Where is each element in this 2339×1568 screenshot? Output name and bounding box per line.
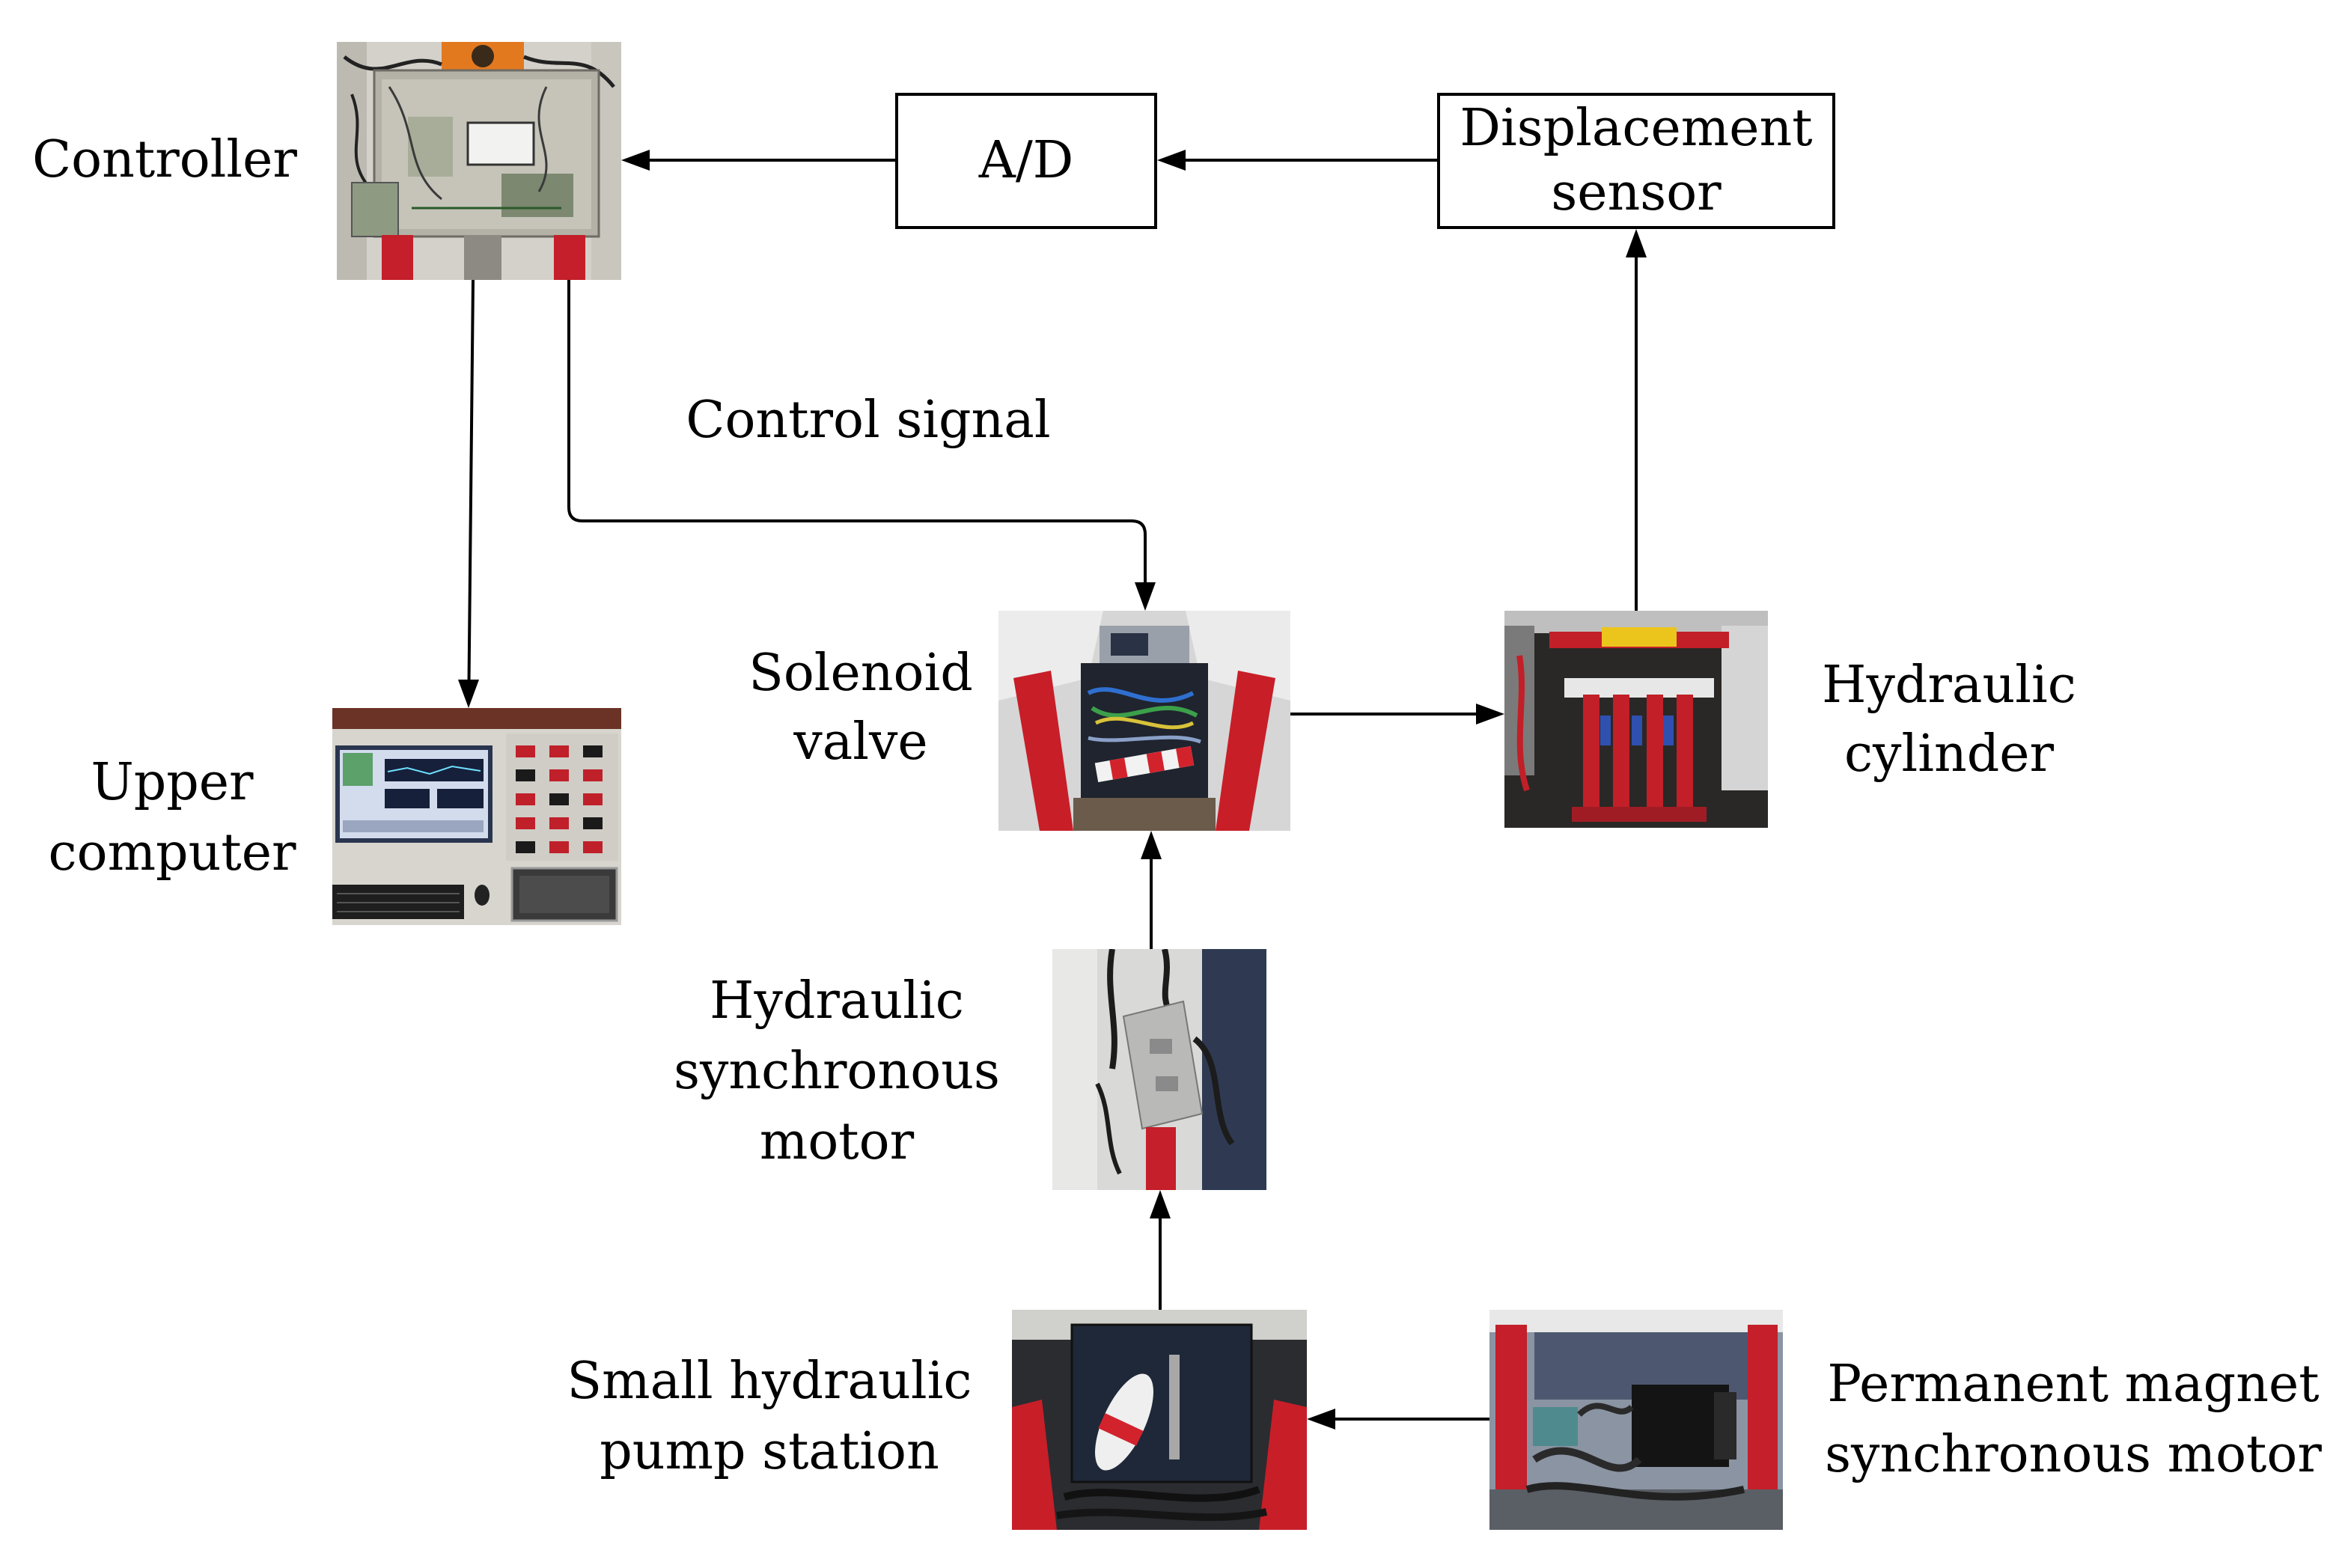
displacement-sensor-label-line-2: sensor	[1551, 163, 1722, 222]
small-hydraulic-pump-station-label: Small hydraulic pump station	[545, 1346, 994, 1487]
small-hydraulic-pump-station-label-line-2: pump station	[600, 1422, 939, 1481]
arrow-controller-to-upper-computer	[458, 279, 479, 708]
hydraulic-synchronous-motor-label-line-2: synchronous	[674, 1042, 1000, 1101]
upper-computer-label-line-2: computer	[48, 823, 296, 882]
solenoid-valve-label-line-1: Solenoid	[748, 644, 973, 703]
controller-label: Controller	[15, 126, 314, 195]
arrow-hydraulic-cylinder-to-displacement-sensor	[1626, 229, 1647, 611]
arrow-solenoid-valve-to-hydraulic-cylinder	[1290, 704, 1504, 724]
permanent-magnet-synchronous-motor-label-line-1: Permanent magnet	[1827, 1355, 2320, 1414]
hydraulic-cylinder-label: Hydraulic cylinder	[1799, 651, 2099, 789]
upper-computer-label-line-1: Upper	[91, 753, 254, 812]
permanent-magnet-synchronous-motor-label: Permanent magnet synchronous motor	[1815, 1349, 2332, 1490]
arrow-hydraulic-synchronous-motor-to-solenoid-valve	[1141, 831, 1162, 949]
ad-converter-box: A/D	[895, 93, 1157, 229]
solenoid-valve-photo	[998, 611, 1290, 831]
upper-computer-photo	[332, 708, 621, 925]
small-hydraulic-pump-station-label-line-1: Small hydraulic	[567, 1352, 972, 1411]
solenoid-valve-label: Solenoid valve	[711, 639, 1010, 777]
permanent-magnet-synchronous-motor-photo	[1489, 1310, 1783, 1530]
displacement-sensor-label-line-1: Displacement	[1460, 99, 1813, 158]
permanent-magnet-synchronous-motor-label-line-2: synchronous motor	[1825, 1425, 2322, 1484]
controller-label-text: Controller	[32, 130, 297, 189]
arrow-ad-to-controller	[621, 150, 895, 171]
arrow-control-signal	[567, 280, 1156, 611]
upper-computer-label: Upper computer	[22, 748, 322, 888]
displacement-sensor-box: Displacement sensor	[1437, 93, 1835, 229]
hydraulic-synchronous-motor-label: Hydraulic synchronous motor	[650, 966, 1024, 1177]
control-signal-label: Control signal	[674, 386, 1063, 455]
solenoid-valve-label-line-2: valve	[793, 713, 928, 772]
ad-converter-label: A/D	[978, 131, 1074, 190]
hydraulic-cylinder-photo	[1504, 611, 1768, 828]
hydraulic-cylinder-label-line-1: Hydraulic	[1822, 656, 2076, 715]
hydraulic-synchronous-motor-label-line-3: motor	[759, 1112, 915, 1171]
hydraulic-cylinder-label-line-2: cylinder	[1844, 724, 2055, 784]
small-hydraulic-pump-station-photo	[1012, 1310, 1307, 1530]
hydraulic-synchronous-motor-photo	[1052, 949, 1266, 1190]
arrow-pmsm-to-pump-station	[1307, 1409, 1489, 1430]
controller-photo	[337, 42, 621, 280]
arrow-pump-station-to-hydraulic-synchronous-motor	[1150, 1190, 1171, 1310]
control-signal-label-text: Control signal	[686, 391, 1051, 450]
arrow-displacement-sensor-to-ad	[1157, 150, 1437, 171]
hydraulic-synchronous-motor-label-line-1: Hydraulic	[710, 971, 964, 1031]
